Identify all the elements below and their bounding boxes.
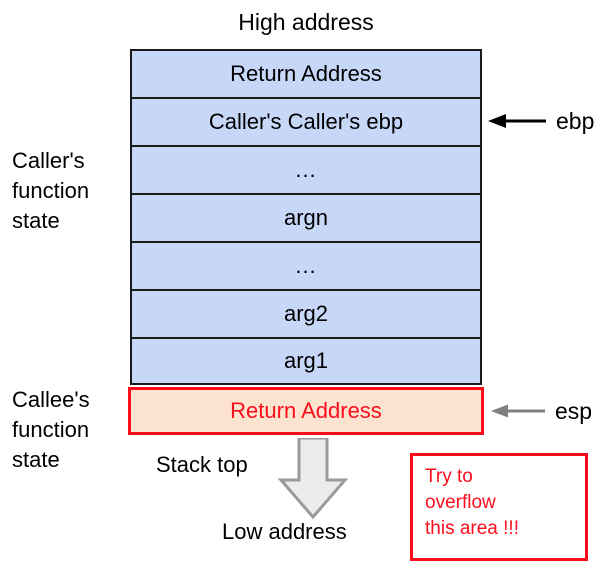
caller-frame-label-line-3: state	[12, 208, 60, 233]
high-address-label: High address	[238, 9, 374, 35]
stack-row-argn: argn	[130, 193, 482, 241]
stack-row-ellipsis-lower: ...	[130, 241, 482, 289]
low-address-label: Low address	[222, 519, 347, 544]
overflow-warning-line-3: this area !!!	[425, 518, 519, 539]
overflow-warning-line-1: Try to	[425, 466, 473, 487]
stack-top-label: Stack top	[156, 452, 248, 477]
stack-frame-column: Return Address Caller's Caller's ebp ...…	[128, 49, 484, 435]
overflow-warning-line-2: overflow	[425, 492, 496, 513]
stack-row-return-address: Return Address	[130, 49, 482, 97]
ebp-pointer: ebp	[486, 109, 594, 133]
stack-row-arg1: arg1	[130, 337, 482, 385]
callee-frame-label-line-1: Callee's	[12, 387, 90, 412]
ebp-register-label: ebp	[556, 107, 595, 134]
callee-frame-label-line-3: state	[12, 447, 60, 472]
stack-row-arg2: arg2	[130, 289, 482, 337]
arrow-left-icon	[488, 114, 546, 128]
stack-row-ellipsis-upper: ...	[130, 145, 482, 193]
overflow-warning-callout: Try to overflow this area !!!	[410, 453, 588, 561]
stack-row-callers-callers-ebp: Caller's Caller's ebp	[130, 97, 482, 145]
caller-frame-label-line-1: Caller's	[12, 148, 85, 173]
stack-row-callee-return-address-highlight: Return Address	[128, 387, 484, 435]
callee-frame-label-line-2: function	[12, 417, 90, 442]
esp-register-label: esp	[555, 397, 593, 424]
arrow-down-icon	[277, 436, 349, 520]
caller-frame-label: Caller's function state	[12, 146, 89, 236]
callee-frame-label: Callee's function state	[12, 385, 90, 475]
esp-pointer: esp	[489, 399, 592, 423]
caller-frame-label-line-2: function	[12, 178, 90, 203]
stack-growth-direction	[277, 436, 349, 525]
arrow-left-icon	[491, 404, 545, 418]
